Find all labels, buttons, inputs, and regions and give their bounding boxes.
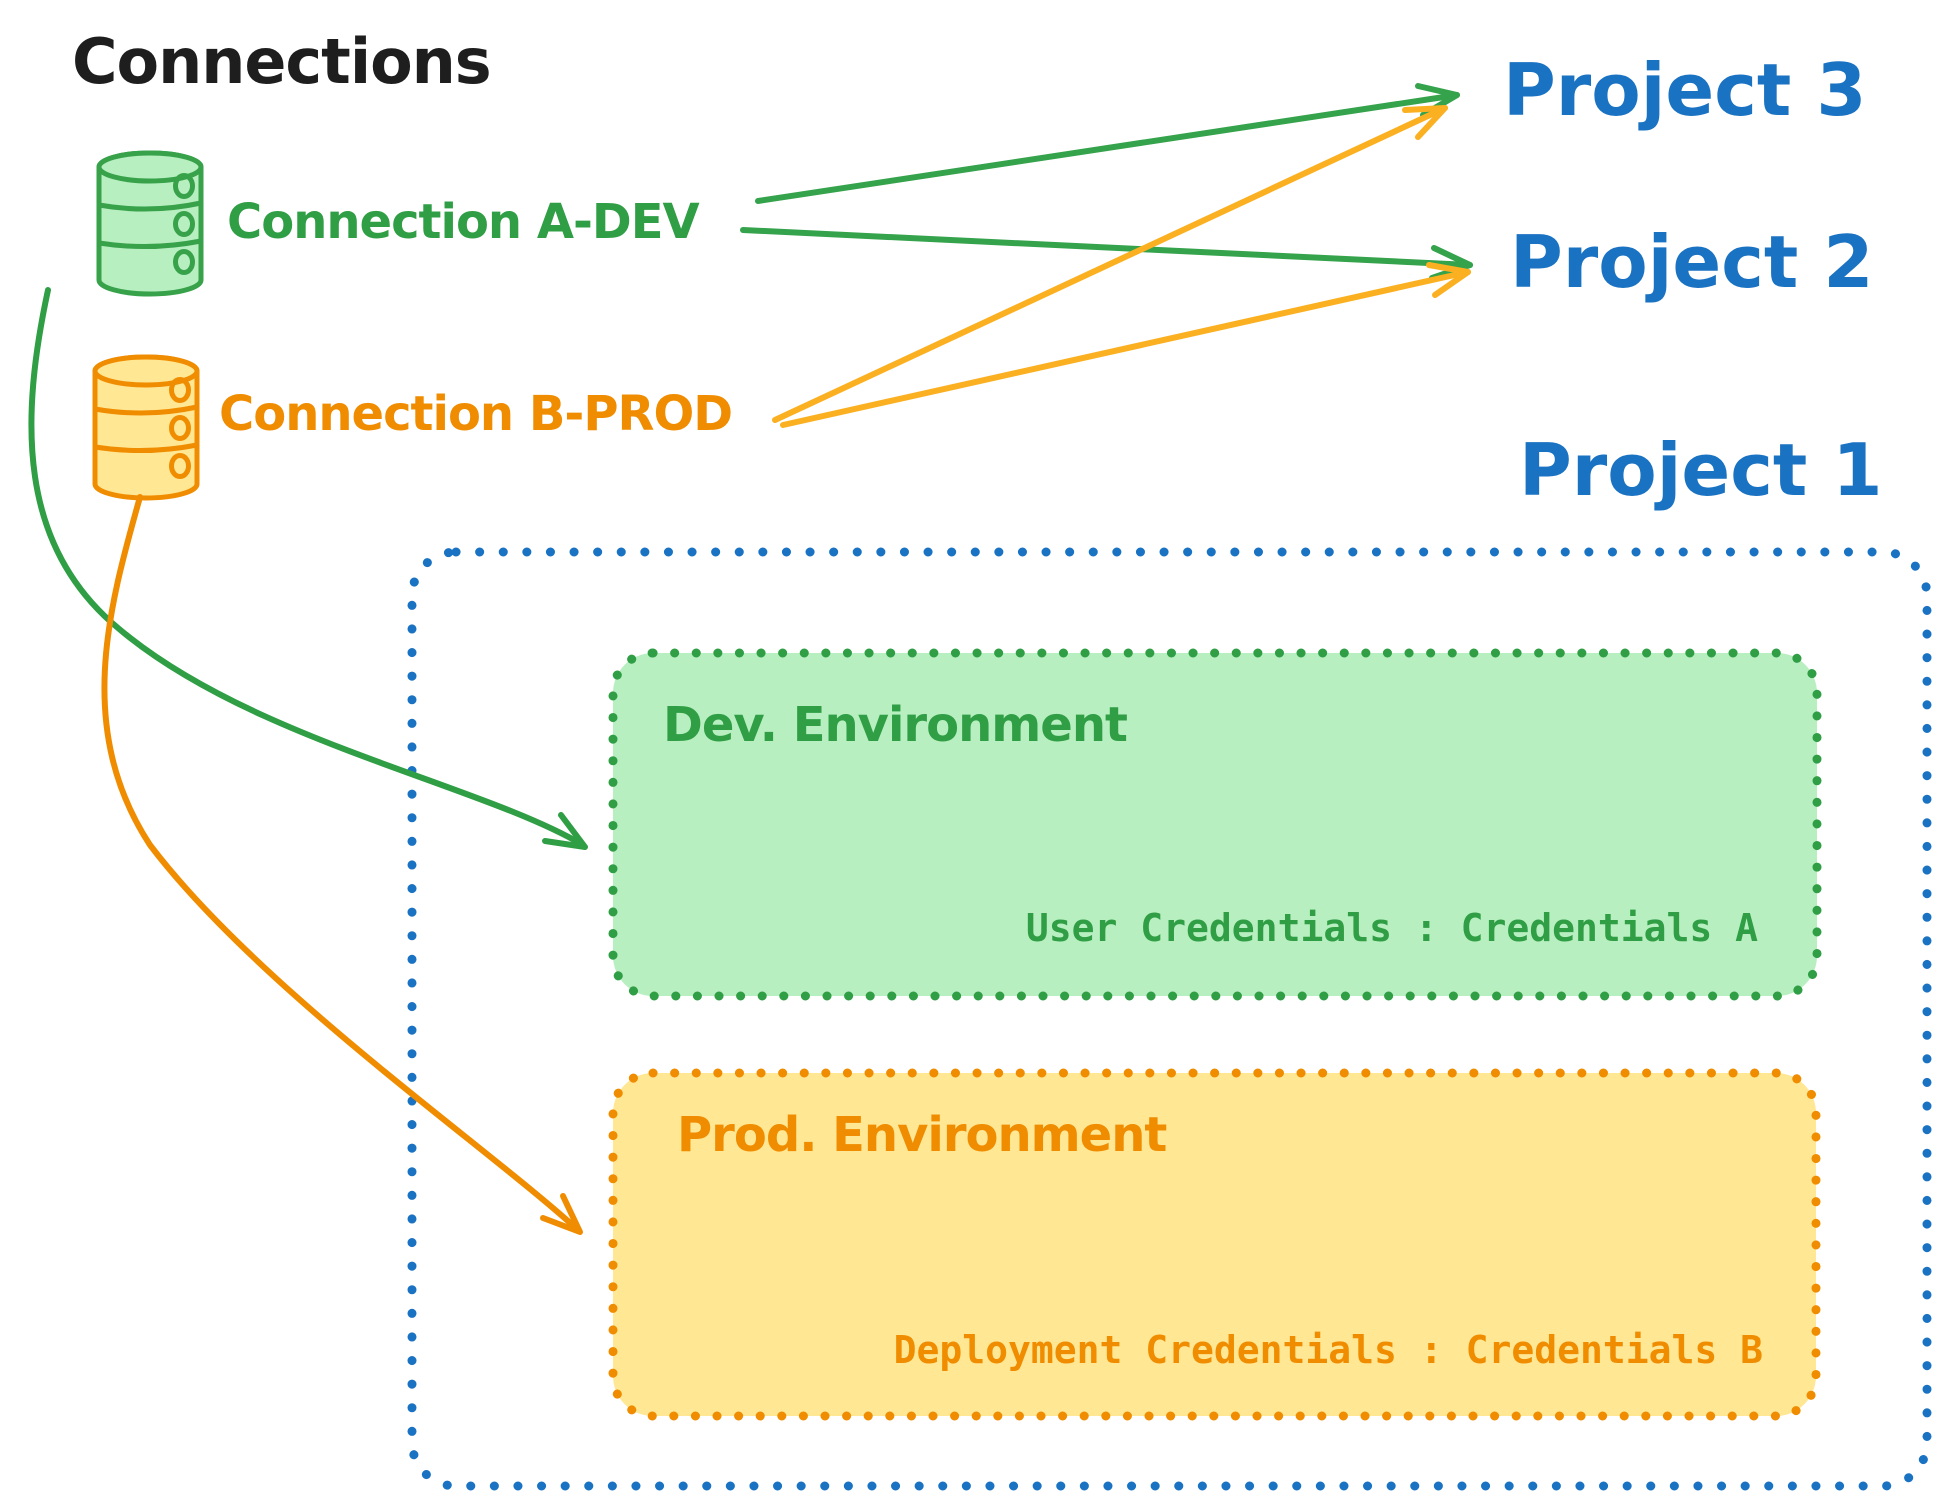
connection-a-dev-label: Connection A-DEV	[227, 194, 700, 250]
dev-environment-box	[608, 648, 1822, 1001]
arrow-a-dev-to-dev-environment	[28, 287, 588, 850]
dev-environment-credentials: User Credentials : Credentials A	[1025, 906, 1758, 950]
arrow-b-prod-to-project-2	[780, 262, 1471, 428]
arrow-b-prod-to-project-3	[772, 105, 1448, 423]
project-3-label: Project 3	[1503, 48, 1867, 132]
dev-environment-label: Dev. Environment	[663, 697, 1128, 753]
prod-environment-credentials: Deployment Credentials : Credentials B	[893, 1328, 1763, 1372]
project-1-label: Project 1	[1519, 428, 1883, 512]
arrow-b-prod-to-prod-environment	[101, 494, 583, 1235]
project-2-label: Project 2	[1510, 220, 1874, 304]
prod-environment-label: Prod. Environment	[677, 1107, 1167, 1163]
arrow-a-dev-to-project-2	[740, 227, 1473, 281]
connection-b-prod-label: Connection B-PROD	[219, 386, 733, 442]
page-title: Connections	[72, 25, 492, 98]
database-icon	[96, 150, 204, 297]
arrow-a-dev-to-project-3	[755, 83, 1460, 204]
prod-environment-box	[608, 1068, 1821, 1421]
database-icon	[92, 354, 200, 501]
